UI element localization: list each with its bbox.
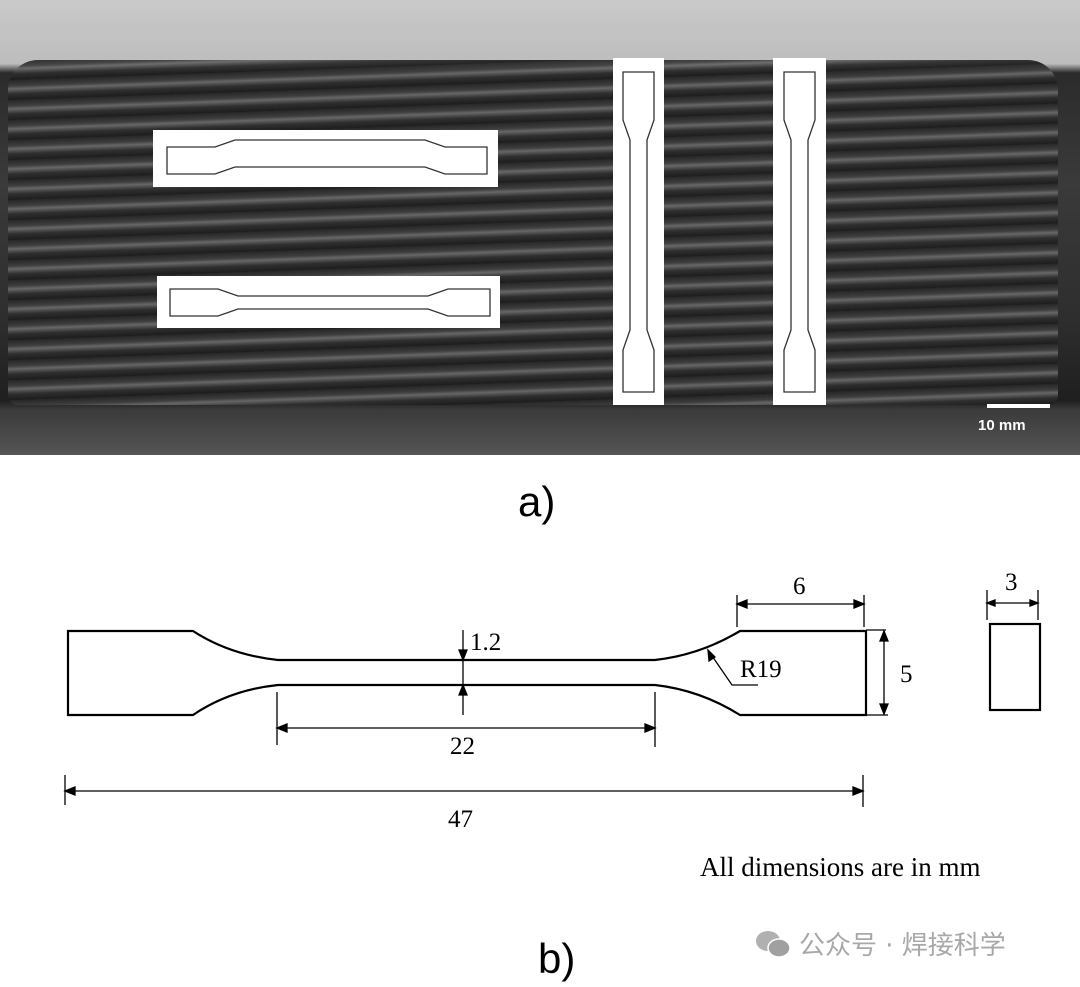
scale-bar-label: 10 mm — [978, 417, 1026, 434]
dim-grip-width: 5 — [900, 661, 913, 688]
dim-radius: R19 — [740, 656, 782, 683]
dim-grip-length: 6 — [793, 573, 806, 600]
dim-gauge-width: 1.2 — [470, 629, 501, 656]
dim-gauge-length: 22 — [450, 733, 475, 760]
dim-thickness: 3 — [1005, 569, 1018, 596]
units-note: All dimensions are in mm — [700, 852, 981, 882]
watermark: 公众号 · 焊接科学 — [755, 925, 1006, 962]
photo-panel: 10 mm — [0, 0, 1080, 455]
panel-a-label: a) — [518, 478, 556, 525]
specimen-overlay-vertical-2 — [773, 58, 826, 405]
specimen-overlay-horizontal-2 — [157, 276, 500, 328]
specimen-overlay-vertical-1 — [613, 58, 664, 405]
deposited-wall — [8, 60, 1058, 405]
wechat-icon — [756, 930, 791, 958]
watermark-text: 公众号 · 焊接科学 — [799, 931, 1006, 961]
panel-b-label: b) — [538, 935, 576, 982]
dim-total-length: 47 — [448, 806, 473, 833]
specimen-outline — [66, 622, 1042, 717]
scale-bar — [987, 404, 1050, 408]
